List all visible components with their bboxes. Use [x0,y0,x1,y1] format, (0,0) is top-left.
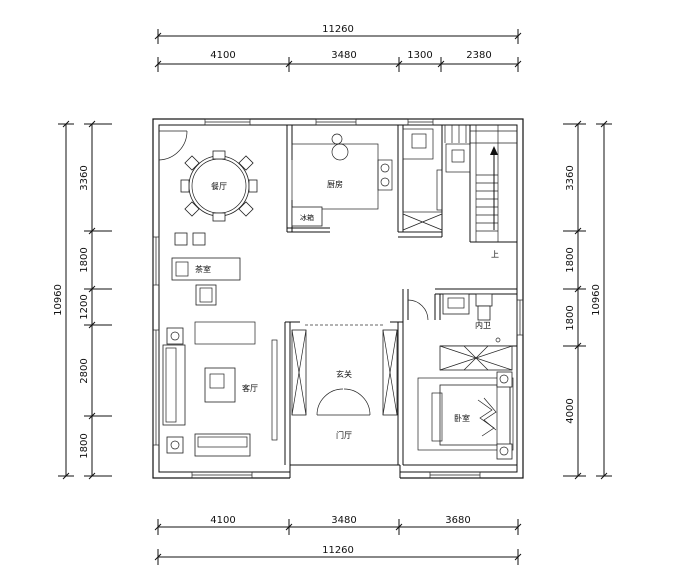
right-dimension-1: 3360 [565,165,576,190]
tea-room-label: 茶室 [195,264,211,274]
top-dimension-lines [154,29,522,72]
right-total-dimension: 10960 [591,284,602,316]
left-dimension-4: 2800 [79,358,90,383]
dining-room-label: 餐厅 [211,182,227,191]
inner-bathroom-fixtures [407,293,513,371]
living-room-furniture [162,321,278,457]
bottom-dimension-lines [154,519,522,565]
kitchen-counters [291,128,443,233]
living-room-label: 客厅 [242,383,258,393]
bedroom-label: 卧室 [454,413,470,423]
bottom-dimension-1: 4100 [210,515,235,526]
top-dimension-4: 2380 [466,50,491,61]
fridge-label: 冰箱 [300,213,314,222]
top-dimension-3: 1300 [407,50,432,61]
left-dimension-1: 3360 [79,165,90,190]
top-dimension-1: 4100 [210,50,235,61]
staircase [444,125,517,242]
top-dimension-2: 3480 [331,50,356,61]
left-dimension-5: 1800 [79,433,90,458]
left-dimension-3: 1200 [79,294,90,319]
foyer-label: 门厅 [336,430,352,440]
stairs-up-label: 上 [491,250,499,259]
kitchen-label: 厨房 [327,179,343,189]
top-total-dimension: 11260 [322,24,354,35]
entrance-label: 玄关 [336,369,352,379]
right-dimension-lines [563,120,612,480]
windows [152,118,524,479]
bottom-dimension-3: 3680 [445,515,470,526]
right-dimension-2: 1800 [565,247,576,272]
left-total-dimension: 10960 [53,284,64,316]
right-dimension-4: 4000 [565,398,576,423]
tea-room-furniture [171,232,241,306]
bottom-total-dimension: 11260 [322,545,354,556]
dining-table-set [180,150,258,222]
dining-door [158,130,188,161]
bedroom-furniture [417,371,514,460]
inner-bath-label: 内卫 [475,320,491,330]
left-dimension-2: 1800 [79,247,90,272]
right-dimension-3: 1800 [565,305,576,330]
left-dimension-lines [58,120,112,480]
entrance-cabinets [291,324,398,416]
bottom-dimension-2: 3480 [331,515,356,526]
